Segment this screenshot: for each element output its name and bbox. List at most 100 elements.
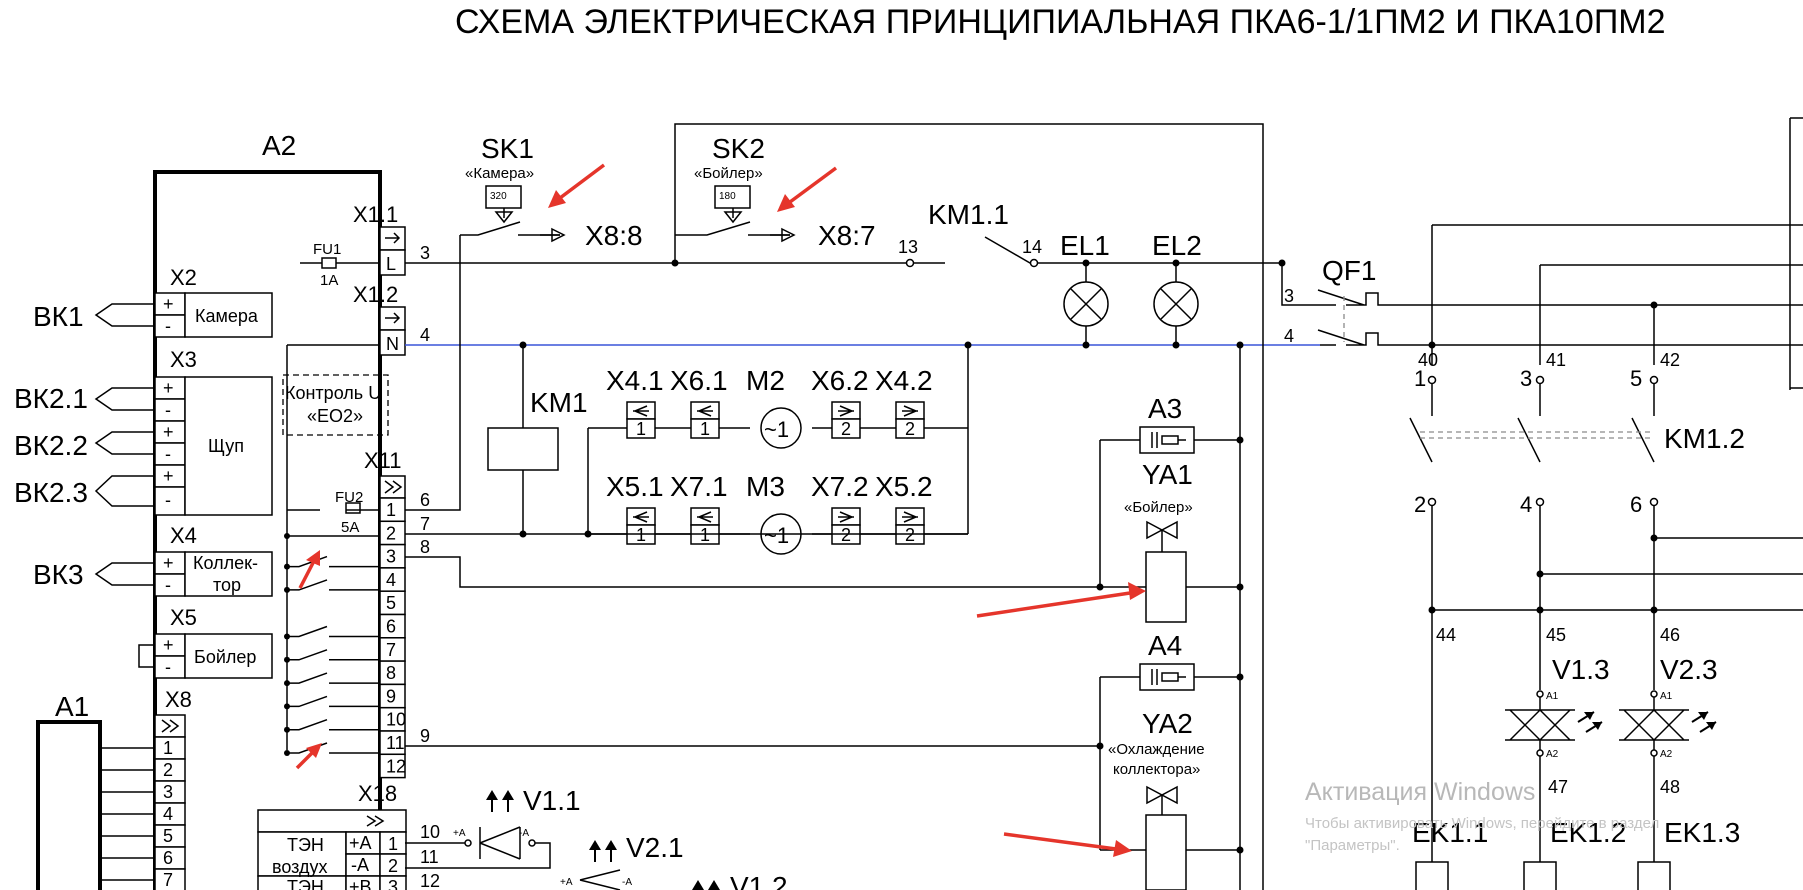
annotation-arrow-ya1 bbox=[976, 582, 1146, 618]
power-feed-lines bbox=[1432, 224, 1803, 266]
terminal-n-label: N bbox=[386, 334, 399, 354]
motor-connector-pin-label: 2 bbox=[905, 525, 915, 545]
junction-dot bbox=[284, 563, 290, 570]
node-44-label: 44 bbox=[1436, 625, 1456, 645]
sensor-boiler-box bbox=[184, 633, 273, 679]
block-a3-label: A3 bbox=[1148, 393, 1182, 424]
x11-pin-label: 12 bbox=[386, 756, 406, 776]
pole-6-label: 6 bbox=[1630, 492, 1642, 517]
node-40-label: 40 bbox=[1418, 350, 1438, 370]
motor-connector-pin-label: 2 bbox=[905, 419, 915, 439]
annotation-arrow-sk1 bbox=[548, 163, 606, 208]
arrow-left-icon bbox=[633, 405, 649, 417]
relay-contact bbox=[287, 672, 380, 684]
v23-a2-label: A2 bbox=[1660, 749, 1673, 760]
valve-ya2-desc-2: коллектора» bbox=[1113, 761, 1200, 778]
pole-1-label: 1 bbox=[1414, 366, 1426, 391]
thermostat-sk2-ref: X8:7 bbox=[818, 220, 876, 251]
junction-dot bbox=[1096, 583, 1104, 591]
v13-a2-label: A2 bbox=[1546, 749, 1559, 760]
vk1-label: ВК1 bbox=[33, 301, 84, 332]
km1-2-mechanical-link bbox=[1420, 431, 1650, 439]
power-drops bbox=[1431, 225, 1655, 365]
junction-dot bbox=[1236, 673, 1244, 681]
v23-a1-label: A1 bbox=[1660, 691, 1673, 702]
fuse-fu2-label: FU2 bbox=[335, 489, 363, 506]
breaker-qf1-label: QF1 bbox=[1322, 255, 1376, 286]
motor-connector-label: X4.2 bbox=[875, 365, 933, 396]
x8-pin-label: 7 bbox=[163, 870, 173, 890]
motor-connector-label: X4.1 bbox=[606, 365, 664, 396]
wire-9-label: 9 bbox=[420, 726, 430, 746]
arrow-left-icon bbox=[697, 405, 713, 417]
power-outputs bbox=[1432, 537, 1803, 611]
x11-pin-label: 5 bbox=[386, 593, 396, 613]
node-41-label: 41 bbox=[1546, 350, 1566, 370]
x8-pin-label: 1 bbox=[163, 738, 173, 758]
x3-plus-3: + bbox=[163, 466, 174, 486]
pole-4-label: 4 bbox=[1520, 492, 1532, 517]
x8-pin-label: 2 bbox=[163, 760, 173, 780]
sensor-probe-label: Щуп bbox=[208, 436, 244, 456]
contactor-km1-2-label: KM1.2 bbox=[1664, 423, 1745, 454]
junction-dot bbox=[284, 533, 290, 539]
heater-ek1-1-label: EK1.1 bbox=[1412, 817, 1488, 848]
arrow-up-icon bbox=[589, 840, 617, 850]
motor-connector-label: X6.2 bbox=[811, 365, 869, 396]
lamp-el1-label: EL1 bbox=[1060, 230, 1110, 261]
control-u-label: Контроль U bbox=[285, 383, 381, 403]
block-a4-label: A4 bbox=[1148, 630, 1182, 661]
x3-minus-3: - bbox=[165, 490, 171, 510]
x3-minus-1: - bbox=[165, 400, 171, 420]
suppressor-a3-wires bbox=[1099, 439, 1240, 587]
external-vk2-2: ВК2.2 bbox=[14, 430, 155, 461]
junction-dot bbox=[284, 703, 290, 710]
wire-8 bbox=[405, 556, 1140, 588]
junction-dot bbox=[1082, 259, 1090, 267]
sensor-camera-box bbox=[184, 292, 273, 338]
x1-2-terminal-n bbox=[379, 329, 406, 356]
junction-dot bbox=[1236, 846, 1244, 854]
motor-connector-pin-label: 1 bbox=[636, 525, 646, 545]
junction-dot bbox=[1278, 259, 1286, 267]
connector-x1-1-label: X1.1 bbox=[353, 202, 398, 227]
x18-b-plus: +B bbox=[349, 877, 372, 890]
frame-edge bbox=[1790, 117, 1803, 389]
x11-pin-label: 9 bbox=[386, 686, 396, 706]
v13-a1-label: A1 bbox=[1546, 691, 1559, 702]
v11-plus-a: +A bbox=[453, 828, 466, 839]
motor-connector-pin bbox=[690, 418, 720, 439]
thermostat-sk2-label: SK2 bbox=[712, 133, 765, 164]
thermostat-sk2-setting: 180 bbox=[719, 191, 736, 202]
lamp-el2-icon bbox=[1153, 263, 1199, 345]
x18-a-plus: +A bbox=[349, 833, 372, 853]
contact-terminal bbox=[905, 258, 915, 268]
junction-dot bbox=[1650, 301, 1658, 309]
sensor-probe-box bbox=[184, 376, 273, 516]
relay-contact bbox=[287, 625, 380, 638]
valve-ya1-solenoid bbox=[1145, 551, 1187, 623]
thermostat-sk2-contact bbox=[675, 221, 790, 236]
x18-label-cell-1 bbox=[257, 831, 347, 877]
x8-pin-label: 3 bbox=[163, 782, 173, 802]
contact-13-label: 13 bbox=[898, 237, 918, 257]
plug-icon bbox=[384, 480, 403, 494]
annotation-arrow-x11-3 bbox=[298, 550, 320, 589]
junction-dot bbox=[1236, 341, 1244, 349]
x4-minus-label: - bbox=[165, 575, 171, 595]
suppressor-a4-wires bbox=[1099, 676, 1240, 850]
x11-pin-label: 10 bbox=[386, 710, 406, 730]
junction-dot bbox=[1082, 341, 1090, 349]
arrow-left-icon bbox=[633, 511, 649, 523]
junction-dot bbox=[284, 726, 290, 733]
x8-pin-label: 4 bbox=[163, 804, 173, 824]
motor-connector-pin bbox=[895, 418, 925, 439]
wire-6-label: 6 bbox=[420, 490, 430, 510]
connector-x8-label: X8 bbox=[165, 687, 192, 712]
vk21-label: ВК2.1 bbox=[14, 383, 88, 414]
contactor-km1-coil-label: KM1 bbox=[530, 387, 588, 418]
node-42-label: 42 bbox=[1660, 350, 1680, 370]
fuse-fu2-rating: 5A bbox=[341, 519, 359, 536]
motor-connector-pin-label: 1 bbox=[636, 419, 646, 439]
motor-connector-label: M2 bbox=[746, 365, 785, 396]
